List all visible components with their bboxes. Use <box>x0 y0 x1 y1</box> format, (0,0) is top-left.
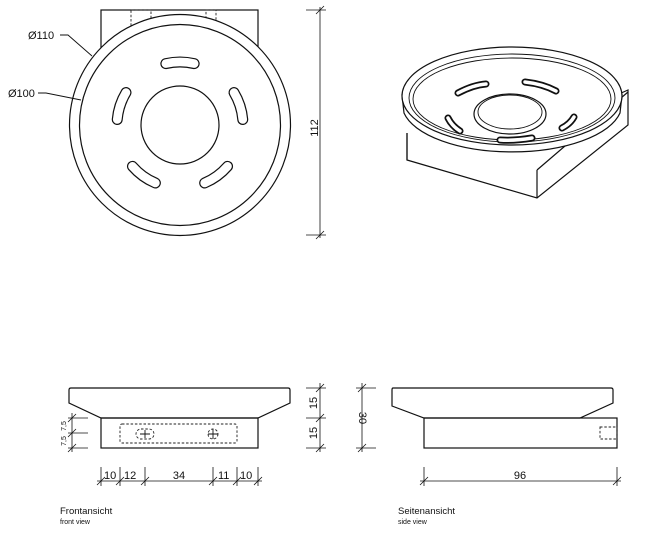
front-mounting-plate <box>119 423 238 444</box>
front-tray <box>68 387 291 419</box>
screw-cross-icon <box>140 430 150 438</box>
side-view-title: Seitenansicht <box>398 506 455 517</box>
dimension-tick <box>115 476 125 486</box>
svg-text:112: 112 <box>309 119 321 137</box>
front-slot-hole <box>135 428 155 440</box>
side-wall-block <box>423 417 618 449</box>
svg-text:10: 10 <box>240 470 252 482</box>
dimension-tick <box>140 476 150 486</box>
svg-text:7,5: 7,5 <box>61 421 68 431</box>
drain-slot <box>200 162 232 188</box>
drain-slots <box>111 56 249 189</box>
svg-text:12: 12 <box>124 470 136 482</box>
mounting-hole-right <box>205 9 217 29</box>
width-dimension-96: 96 <box>419 467 622 486</box>
inner-diameter-label: Ø100 <box>8 88 35 100</box>
left-dimensions: 7,5 7,5 <box>61 413 88 453</box>
svg-text:10: 10 <box>104 470 116 482</box>
iso-rim-top <box>401 46 623 146</box>
leader-outer-diameter <box>60 34 93 57</box>
dimension-tick <box>253 476 263 486</box>
front-wall-block <box>100 417 259 449</box>
side-tray <box>391 387 614 419</box>
height-dimension-30: 30 <box>356 383 376 453</box>
drain-slot <box>128 162 160 188</box>
iso-center-boss <box>473 93 547 135</box>
svg-text:96: 96 <box>514 470 526 482</box>
screw-cross-icon <box>208 429 218 439</box>
front-view-title: Frontansicht <box>60 506 113 517</box>
svg-text:34: 34 <box>173 470 185 482</box>
dimension-tick <box>208 476 218 486</box>
svg-text:7,5: 7,5 <box>61 436 68 446</box>
bottom-dimensions: 10 12 34 11 10 <box>96 467 263 486</box>
isometric-view <box>401 46 629 199</box>
svg-text:30: 30 <box>356 412 368 424</box>
outer-rim-circle <box>68 13 292 237</box>
front-view: 7,5 7,5 15 15 10 12 34 11 10 Frontansich… <box>60 383 326 526</box>
center-circle <box>140 85 220 165</box>
svg-text:15: 15 <box>308 427 320 439</box>
side-view: 30 96 Seitenansicht side view <box>356 383 622 526</box>
right-dimensions: 15 15 <box>306 383 326 453</box>
drain-slot <box>112 88 131 124</box>
drain-slot <box>161 57 199 68</box>
dimension-tick <box>96 476 106 486</box>
outer-diameter-label: Ø110 <box>28 30 54 42</box>
svg-text:11: 11 <box>218 470 229 482</box>
height-dimension-112: 112 <box>306 5 326 240</box>
inner-rim-circle <box>78 23 282 227</box>
svg-text:15: 15 <box>308 397 320 409</box>
side-view-subtitle: side view <box>398 519 428 526</box>
leader-inner-diameter <box>38 92 82 101</box>
front-view-subtitle: front view <box>60 519 91 526</box>
iso-center-boss-top <box>477 94 543 130</box>
side-mounting-hole <box>599 426 618 440</box>
dimension-tick <box>232 476 242 486</box>
drain-slot <box>229 88 248 124</box>
top-view: Ø110 Ø100 112 <box>8 5 326 240</box>
